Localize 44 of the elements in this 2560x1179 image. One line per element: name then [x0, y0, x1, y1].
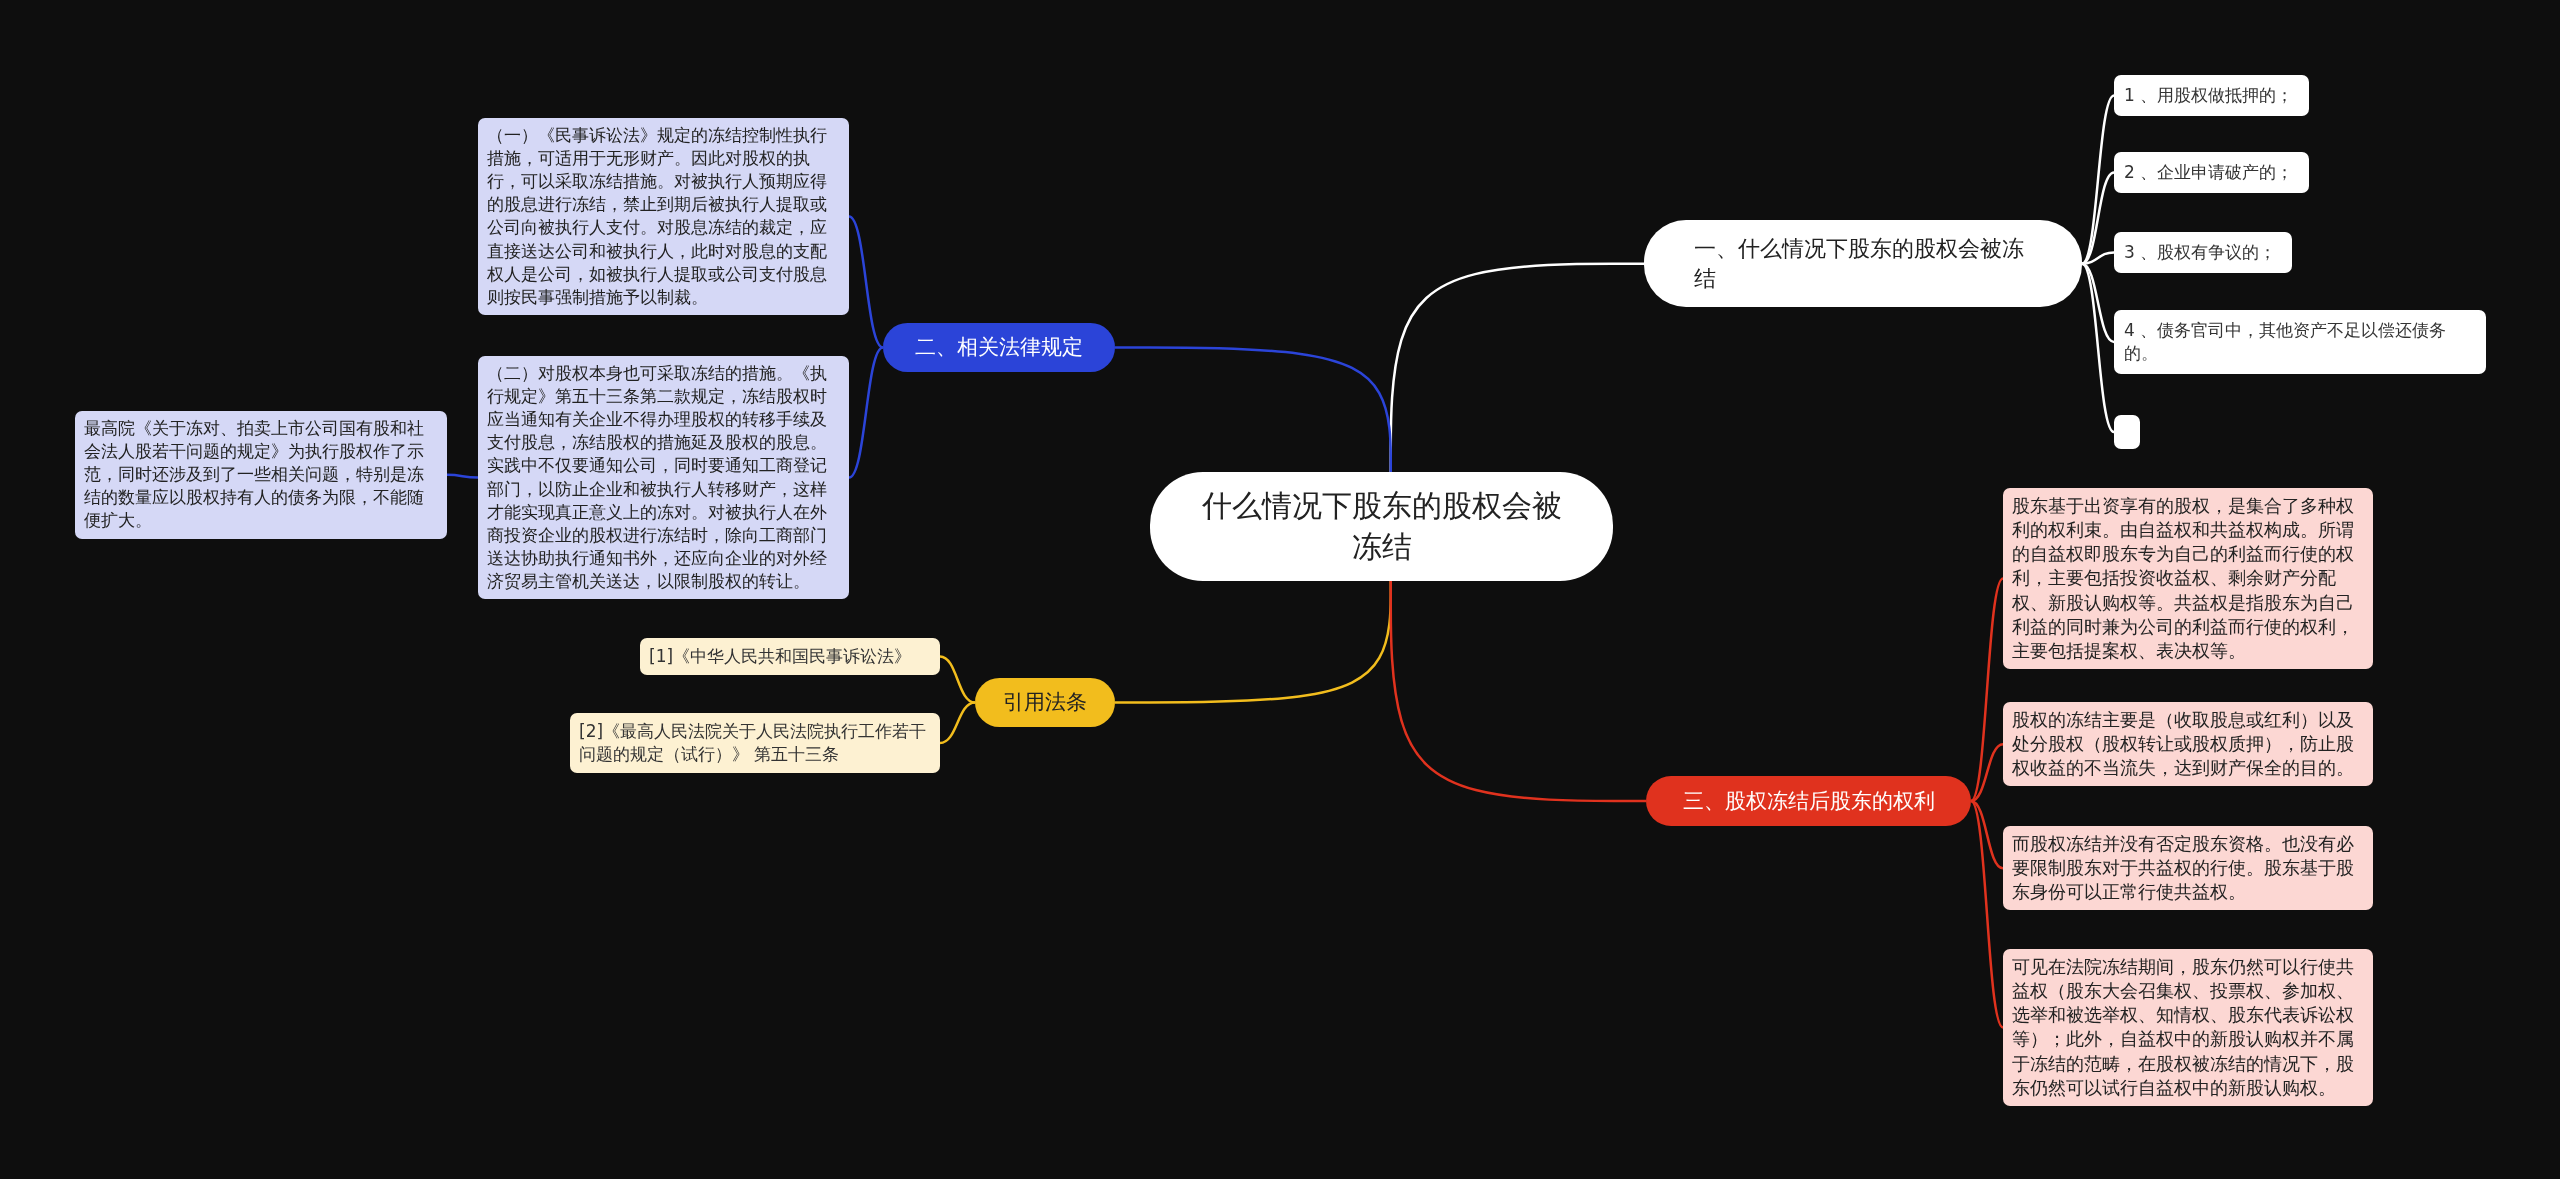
- connector-line: [446, 473, 479, 479]
- topic-text: 股权的冻结主要是（收取股息或红利）以及处分股权（股权转让或股权质押），防止股权收益的不当流失，达到财产保全的目的。: [2012, 709, 2355, 781]
- topic-text: 1 、用股权做抵押的；: [2124, 84, 2295, 107]
- connector-line: [1970, 799, 2004, 870]
- connector-line: [939, 655, 976, 704]
- connector-line: [1970, 800, 2004, 1029]
- topic-text: [2]《最高人民法院关于人民法院执行工作若干问题的规定（试行）》 第五十三条: [579, 720, 928, 766]
- connector-line: [848, 215, 884, 349]
- note-card: [570, 713, 940, 773]
- topic-text: 最高院《关于冻对、拍卖上市公司国有股和社会法人股若干问题的规定》为执行股权作了示范，同时还涉及到了一些相关问题，特别是冻结的数量应以股权持有人的债务为限，不能随便扩大。: [84, 417, 425, 533]
- connector-line: [1970, 743, 2004, 803]
- note-card: [2003, 826, 2373, 911]
- topic-box: [975, 678, 1115, 727]
- item-card: [2114, 232, 2292, 273]
- topic-text: 可见在法院冻结期间，股东仍然可以行使共益权（股东大会召集权、投票权、参加权、选举和被选举权、知情权、股东代表诉讼权等）；此外，自益权中的新股认购权并不属于冻结的范畴，在股权被冻结的情况下，股东仍然可以试行自益权中的新股认购权。: [2012, 956, 2355, 1100]
- item-card: [2114, 75, 2309, 116]
- connector-line: [2081, 262, 2115, 433]
- topic-text: （一）《民事诉讼法》规定的冻结控制性执行措施，可适用于无形财产。因此对股权的执行，可以采取冻结措施。对被执行人预期应得的股息进行冻结，禁止到期后被执行人提取或公司向被执行人支付。对股息冻结的裁定，应直接送达公司和被执行人，此时对股息的支配权人是公司，如被执行人提取或公司支付股息则按民事强制措施予以制裁。: [487, 124, 828, 309]
- topic-text: 3 、股权有争议的；: [2124, 241, 2278, 264]
- note-card: [640, 638, 940, 675]
- connector-line: [2081, 262, 2115, 344]
- topic-text: 4 、债务官司中，其他资产不足以偿还债务的。: [2124, 319, 2448, 365]
- connector-line: [1970, 577, 2004, 802]
- note-card: [2003, 702, 2373, 787]
- connector-line: [939, 701, 976, 745]
- topic-text: 三、股权冻结后股东的权利: [1681, 787, 1936, 815]
- topic-text: 股东基于出资享有的股权，是集合了多种权利的权利束。由自益权和共益权构成。所谓的自益权即股东专为自己的利益而行使的权利，主要包括投资收益权、剩余财产分配权、新股认购权等。共益权是指股东为自己利益的同时兼为公司的利益而行使的权利，主要包括提案权、表决权等。: [2012, 495, 2355, 663]
- topic-text: 而股权冻结并没有否定股东资格。也没有必要限制股东对于共益权的行使。股东基于股东身份可以正常行使共益权。: [2012, 833, 2355, 905]
- item-card: [2114, 152, 2309, 193]
- topic-box: [1646, 776, 1971, 826]
- item-card: [2114, 310, 2486, 374]
- empty-box: [2114, 415, 2140, 449]
- topic-text: 二、相关法律规定: [914, 334, 1084, 362]
- topic-text: （二）对股权本身也可采取冻结的措施。《执行规定》第五十三条第二款规定，冻结股权时应当通知有关企业不得办理股权的转移手续及支付股息，冻结股权的措施延及股权的股息。实践中不仅要通知公司，同时要通知工商登记部门，以防止企业和被执行人转移财产，这样才能实现真正意义上的冻对。对被执行人在外商投资企业的股权进行冻结时，除向工商部门送达协助执行通知书外，还应向企业的对外经济贸易主管机关送达，以限制股权的转让。: [487, 362, 828, 593]
- topic-text: [1]《中华人民共和国民事诉讼法》: [649, 645, 913, 668]
- connector-line: [1389, 581, 1646, 803]
- topic-text: 引用法条: [1002, 689, 1088, 717]
- topic-text: 什么情况下股东的股权会被冻结: [1200, 487, 1563, 566]
- topic-text: 2 、企业申请破产的；: [2124, 161, 2295, 184]
- connector-line: [848, 346, 884, 479]
- connector-line: [1115, 346, 1392, 472]
- topic-text: 一、什么情况下股东的股权会被冻结: [1694, 235, 2025, 293]
- note-card: [75, 411, 447, 539]
- topic-box: [883, 323, 1115, 372]
